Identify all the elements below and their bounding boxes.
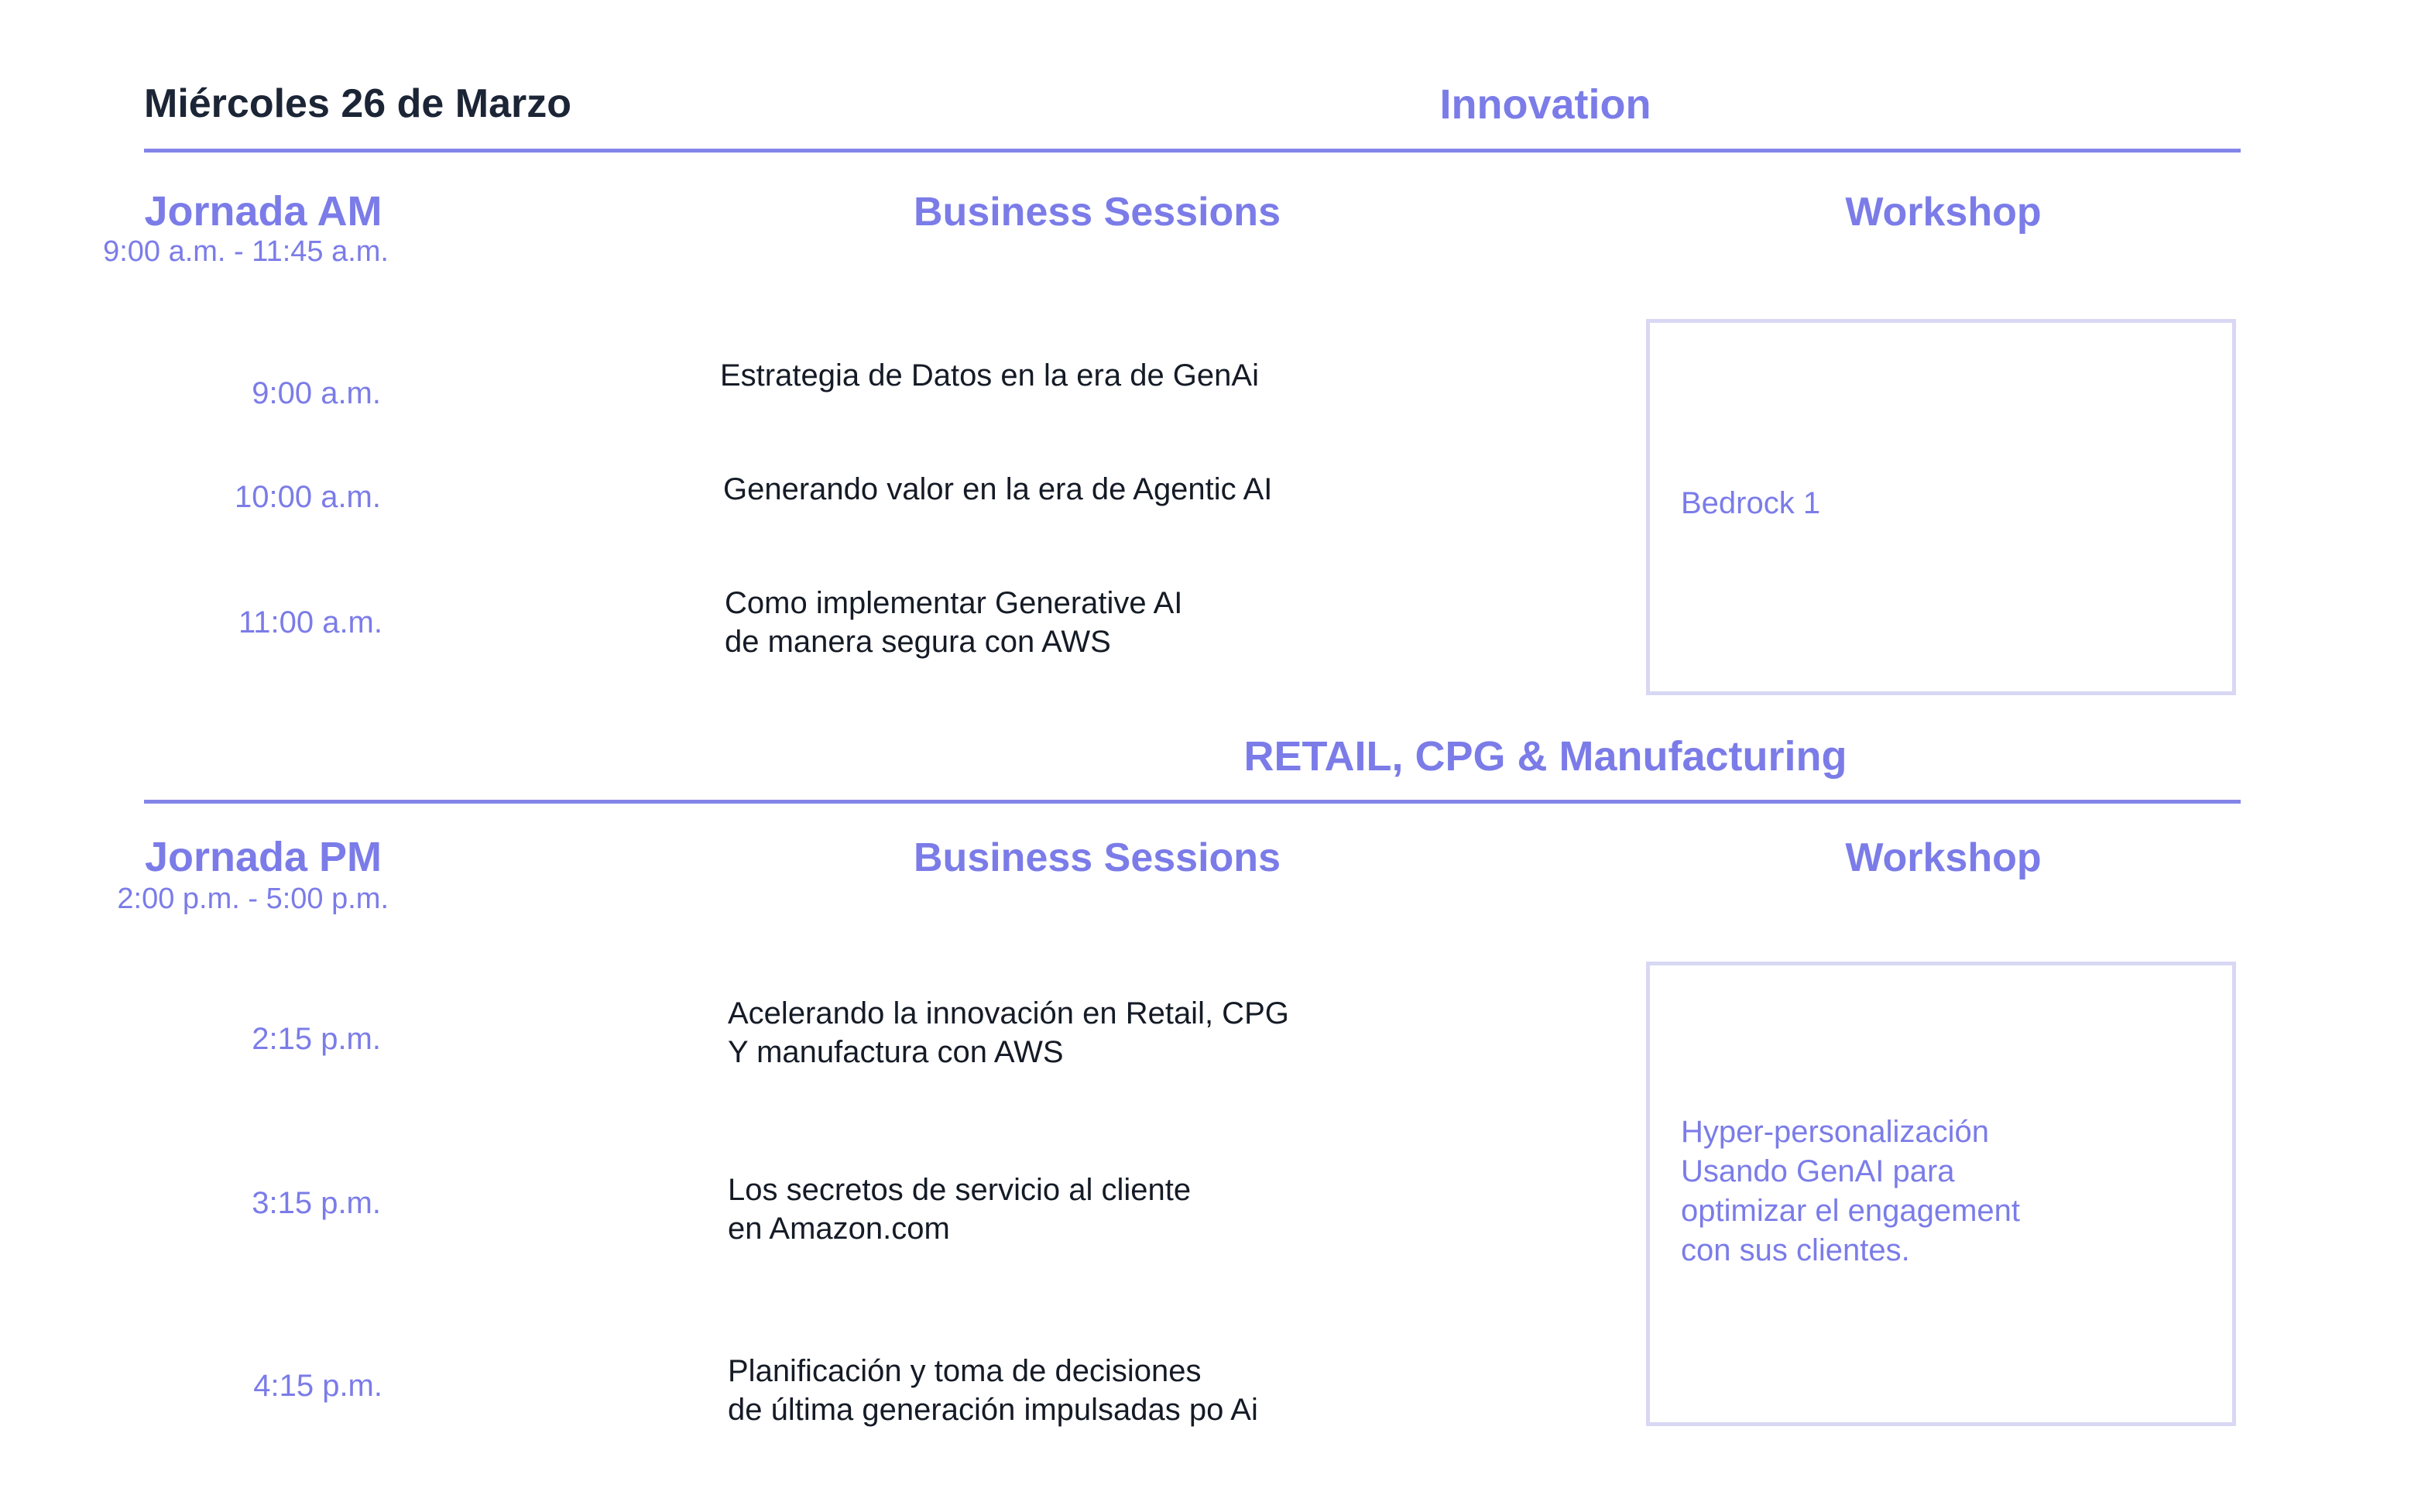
- pm-session-2-line-2: en Amazon.com: [728, 1212, 950, 1246]
- pm-session-3-line-2: de última generación impulsadas po Ai: [728, 1393, 1258, 1427]
- am-business-sessions-heading: Business Sessions: [914, 190, 1281, 235]
- track-title-retail: RETAIL, CPG & Manufacturing: [1243, 733, 1847, 780]
- pm-session-1-title: Acelerando la innovación en Retail, CPG …: [728, 994, 1289, 1071]
- pm-session-1-line-2: Y manufactura con AWS: [728, 1035, 1064, 1069]
- pm-session-2-time: 3:15 p.m.: [252, 1186, 381, 1220]
- pm-workshop-text: Hyper-personalización Usando GenAI para …: [1681, 1115, 2021, 1267]
- am-session-3-line-1: Como implementar Generative AI: [725, 586, 1183, 620]
- pm-session-3-title: Planificación y toma de decisiones de úl…: [728, 1352, 1258, 1429]
- pm-session-1-time: 2:15 p.m.: [252, 1022, 381, 1056]
- track-title-innovation: Innovation: [1439, 81, 1651, 128]
- pm-session-2-line-1: Los secretos de servicio al cliente: [728, 1173, 1192, 1207]
- am-workshop-text: Bedrock 1: [1681, 486, 1821, 520]
- pm-session-1-line-1: Acelerando la innovación en Retail, CPG: [728, 996, 1289, 1030]
- pm-session-2-title: Los secretos de servicio al cliente en A…: [728, 1171, 1191, 1248]
- am-workshop-heading: Workshop: [1845, 190, 2042, 235]
- am-session-1-time: 9:00 a.m.: [252, 376, 381, 410]
- jornada-pm-range: 2:00 p.m. - 5:00 p.m.: [117, 883, 389, 915]
- pm-workshop-box: Hyper-personalización Usando GenAI para …: [1646, 962, 2236, 1426]
- jornada-am-title: Jornada AM: [144, 188, 382, 235]
- pm-session-3-line-1: Planificación y toma de decisiones: [728, 1354, 1202, 1388]
- am-session-1-title: Estrategia de Datos en la era de GenAi: [720, 356, 1259, 395]
- jornada-am-range: 9:00 a.m. - 11:45 a.m.: [103, 235, 389, 268]
- am-session-1-line-1: Estrategia de Datos en la era de GenAi: [720, 358, 1259, 393]
- am-session-2-line-1: Generando valor en la era de Agentic AI: [723, 472, 1273, 506]
- am-session-3-title: Como implementar Generative AI de manera…: [725, 584, 1182, 661]
- divider-am: [144, 149, 2241, 153]
- am-session-3-time: 11:00 a.m.: [238, 605, 382, 639]
- am-session-2-title: Generando valor en la era de Agentic AI: [723, 470, 1272, 509]
- pm-workshop-heading: Workshop: [1845, 835, 2042, 880]
- page-date: Miércoles 26 de Marzo: [144, 81, 571, 126]
- am-workshop-box: Bedrock 1: [1646, 319, 2236, 695]
- jornada-pm-title: Jornada PM: [144, 834, 382, 880]
- pm-business-sessions-heading: Business Sessions: [914, 835, 1281, 880]
- am-session-3-line-2: de manera segura con AWS: [725, 625, 1111, 659]
- divider-pm: [144, 800, 2241, 804]
- am-session-2-time: 10:00 a.m.: [234, 480, 381, 514]
- pm-session-3-time: 4:15 p.m.: [253, 1369, 382, 1403]
